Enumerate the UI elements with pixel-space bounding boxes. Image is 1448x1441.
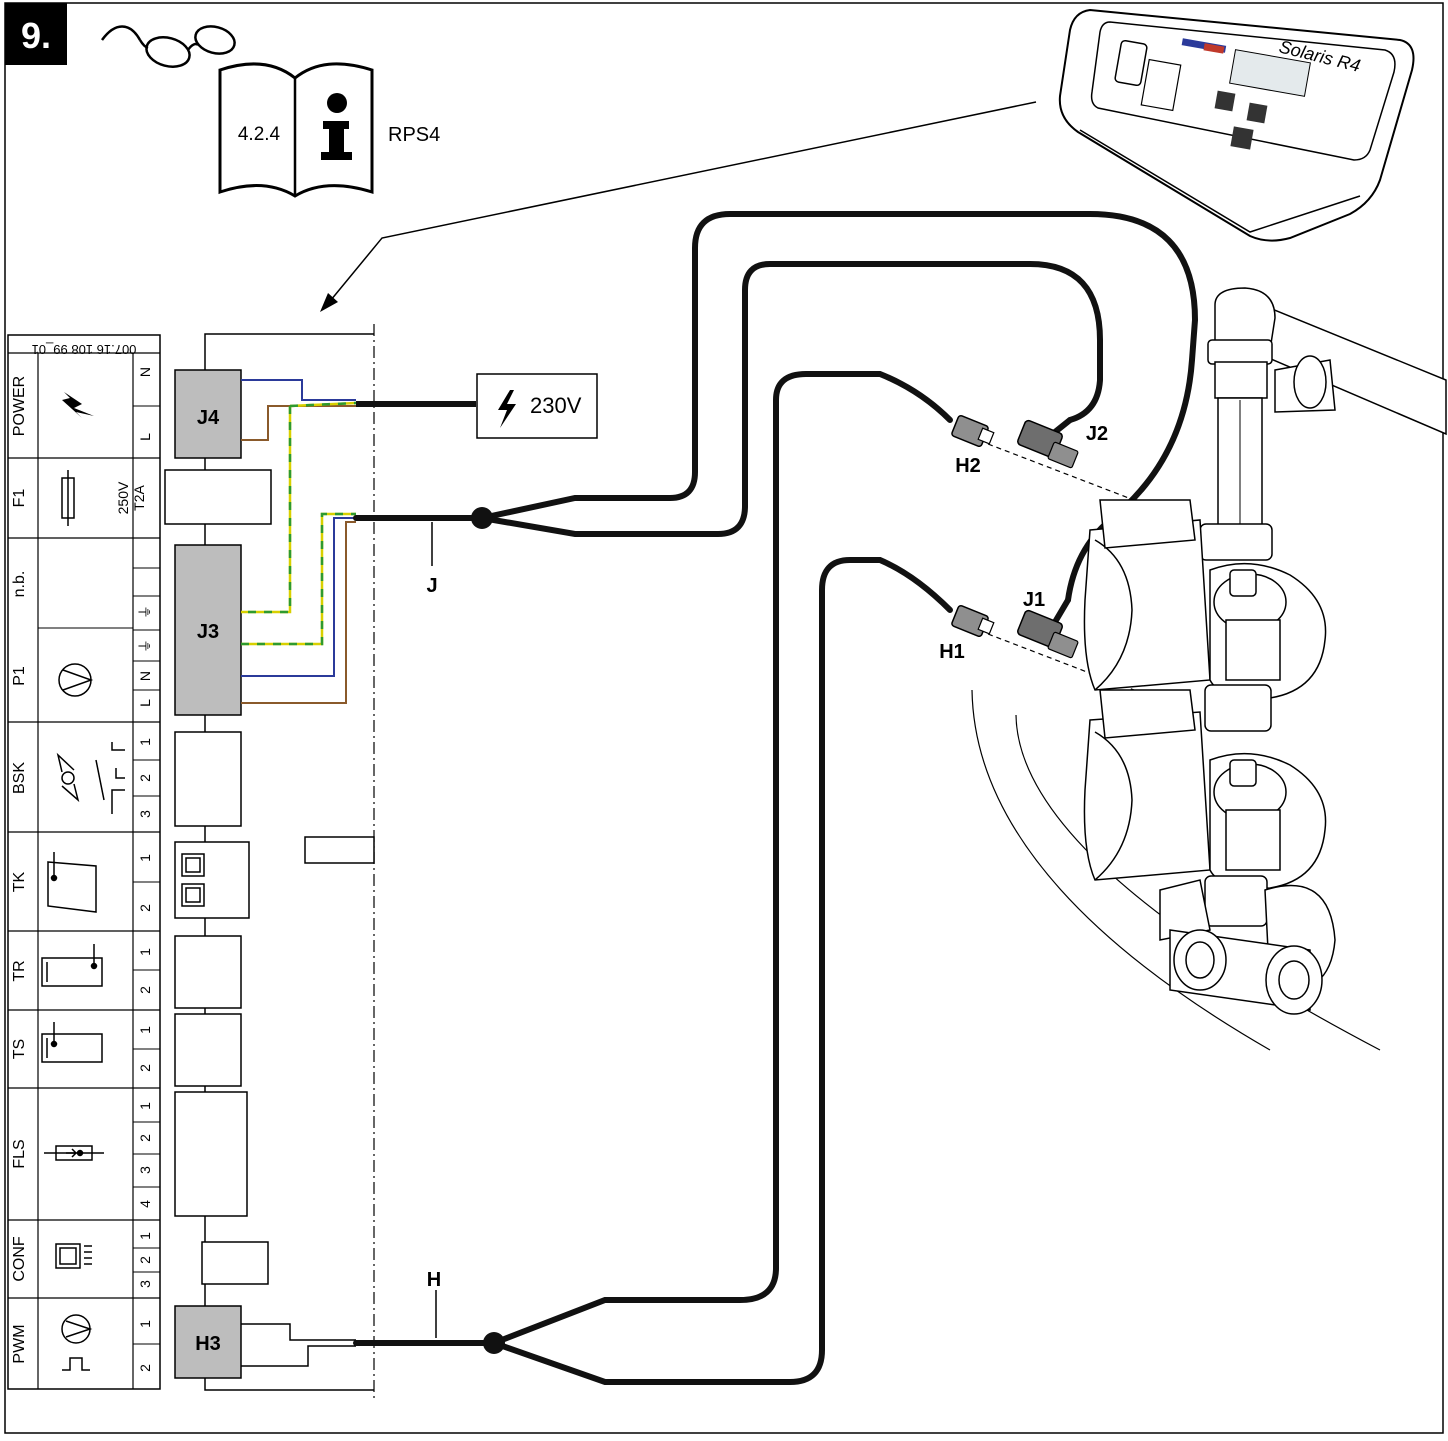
page-frame <box>4 2 1444 1434</box>
cable-j-label: J <box>426 575 437 597</box>
step-badge: 9. <box>5 3 67 65</box>
fan-relay-icon <box>56 742 125 814</box>
controller-unit: Solaris R4 <box>1058 8 1415 242</box>
pin-p1-n: N <box>137 671 153 681</box>
terminal-block-conf <box>201 1241 269 1285</box>
pin-bsk-2: 2 <box>137 774 153 782</box>
pin-ts-1: 1 <box>137 1026 153 1034</box>
row-label-nb: n.b. <box>11 571 28 598</box>
terminal-block-fls <box>174 1091 248 1217</box>
row-label-conf: CONF <box>11 1236 28 1282</box>
row-label-ts: TS <box>11 1039 28 1059</box>
pump-station <box>971 287 1447 1051</box>
pin-p1-l: L <box>137 699 153 707</box>
pwm-pump-icon <box>61 1314 93 1371</box>
manual-section: 4.2.4 <box>238 124 281 145</box>
pin-p1-earth-1: ⏚ <box>137 639 153 653</box>
socket-j2 <box>1017 419 1079 469</box>
fuse-rating-voltage: 250V <box>115 481 131 514</box>
pin-p1-earth-2: ⏚ <box>137 605 153 619</box>
manual-document: RPS4 <box>388 124 440 146</box>
configuration-port-icon <box>55 1243 92 1269</box>
plug-h1-label: H1 <box>939 641 965 663</box>
pump-icon <box>58 663 94 697</box>
storage-sensor-icon <box>41 1022 103 1063</box>
power-supply-box: 230V <box>476 373 598 439</box>
pin-conf-1: 1 <box>137 1232 153 1240</box>
terminal-block-bsk <box>174 731 242 827</box>
pump-wires <box>241 512 356 704</box>
reading-glasses-icon <box>100 25 236 68</box>
controller-leader-arrow <box>320 101 1037 312</box>
row-label-pwm: PWM <box>11 1324 28 1363</box>
collector-sensor-icon <box>47 852 97 913</box>
terminal-block-j3: J3 <box>174 544 242 716</box>
pin-tr-1: 1 <box>137 948 153 956</box>
pin-bsk-1: 1 <box>137 738 153 746</box>
lightning-bolt-icon <box>498 390 516 428</box>
alignment-lines <box>987 443 1161 701</box>
cable-h-label: H <box>427 1269 441 1291</box>
row-label-tk: TK <box>11 871 28 892</box>
cable-h-splice <box>483 1332 505 1354</box>
svg-text:H3: H3 <box>195 1333 221 1355</box>
pin-fls-2: 2 <box>137 1134 153 1142</box>
cable-h <box>353 371 953 1385</box>
fuse-rating-current: T2A <box>131 485 147 511</box>
pin-pwm-1: 1 <box>137 1320 153 1328</box>
pwm-wires <box>241 1323 356 1367</box>
pin-power-l: L <box>137 433 153 441</box>
pin-conf-2: 2 <box>137 1256 153 1264</box>
board-tab <box>304 836 375 864</box>
socket-j1-label: J1 <box>1023 589 1045 611</box>
pin-pwm-2: 2 <box>137 1364 153 1372</box>
fuse-icon <box>61 470 75 526</box>
plug-h2 <box>951 414 995 448</box>
socket-j1 <box>1017 609 1079 659</box>
terminal-block-j4: J4 <box>174 369 242 459</box>
info-icon <box>321 93 352 160</box>
flow-sensor-icon <box>44 1145 104 1161</box>
row-label-bsk: BSK <box>11 762 28 794</box>
pin-power-n: N <box>137 367 153 377</box>
plug-h1 <box>951 604 995 638</box>
terminal-block-h3: H3 <box>174 1305 242 1379</box>
row-label-fls: FLS <box>11 1139 28 1168</box>
svg-text:J4: J4 <box>197 407 220 429</box>
cable-j-splice <box>471 507 493 529</box>
pin-fls-4: 4 <box>137 1200 153 1208</box>
pin-tr-2: 2 <box>137 986 153 994</box>
row-label-tr: TR <box>11 960 28 981</box>
fuse-holder <box>164 469 272 525</box>
document-code: 007.16 108 99_01 <box>32 342 137 357</box>
socket-j2-label: J2 <box>1086 423 1108 445</box>
supply-voltage: 230V <box>530 393 582 418</box>
svg-text:J3: J3 <box>197 621 219 643</box>
row-label-p1: P1 <box>11 666 28 686</box>
pin-conf-3: 3 <box>137 1280 153 1288</box>
pin-bsk-3: 3 <box>137 810 153 818</box>
terminal-block-tr <box>174 935 242 1009</box>
terminal-block-ts <box>174 1013 242 1087</box>
step-number: 9. <box>21 15 51 56</box>
pin-fls-1: 1 <box>137 1102 153 1110</box>
power-wires <box>241 379 357 614</box>
pin-fls-3: 3 <box>137 1166 153 1174</box>
return-sensor-icon <box>41 944 103 987</box>
terminal-strip: 007.16 108 99_01 POWER F1 n.b. P1 BSK TK… <box>7 334 161 1390</box>
pin-tk-1: 1 <box>137 854 153 862</box>
pin-ts-2: 2 <box>137 1064 153 1072</box>
row-label-power: POWER <box>11 376 28 436</box>
pin-tk-2: 2 <box>137 904 153 912</box>
lightning-icon <box>62 392 94 418</box>
terminal-block-tk <box>174 841 250 919</box>
plug-h2-label: H2 <box>955 455 981 477</box>
manual-book-icon: 4.2.4 <box>218 62 374 198</box>
row-label-f1: F1 <box>11 489 28 508</box>
